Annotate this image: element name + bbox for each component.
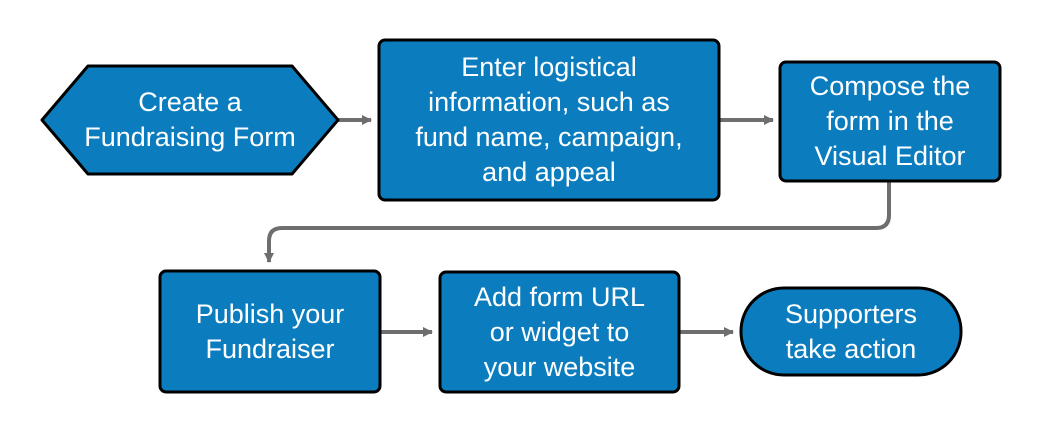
start-node-label: Create a Fundraising Form	[84, 87, 296, 152]
supporters-node-label: Supporters take action	[784, 298, 918, 364]
connectors	[264, 115, 891, 337]
publish-box-shape	[158, 269, 382, 394]
supporters-terminal-shape	[739, 286, 963, 377]
add-url-box-shape	[438, 270, 681, 394]
logistics-node-label: Enter logistical information, such as fu…	[415, 52, 683, 187]
publish-node-label: Publish your Fundraiser	[195, 298, 345, 364]
add-url-node-label: Add form URL or widget to your website	[473, 281, 646, 382]
compose-box-shape	[778, 60, 1002, 183]
compose-node-label: Compose the form in the Visual Editor	[809, 71, 971, 171]
start-hexagon-shape	[40, 64, 340, 176]
edge-compose-to-publish	[264, 182, 891, 263]
logistics-box-shape	[377, 38, 721, 202]
